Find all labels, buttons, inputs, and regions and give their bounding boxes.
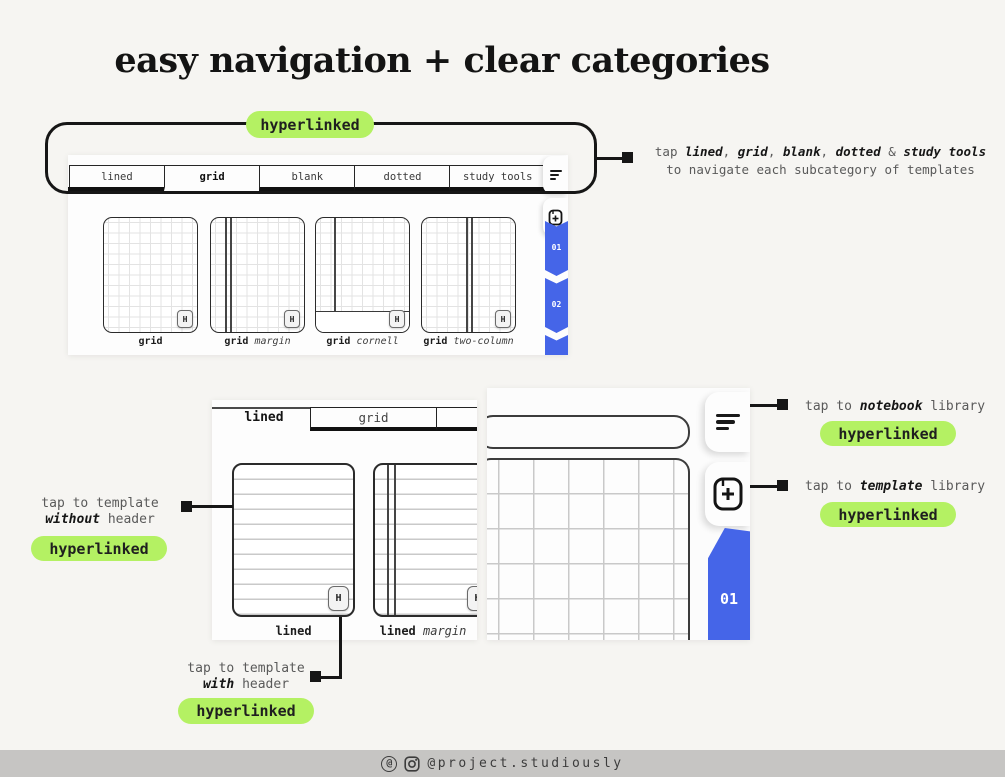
template-card-grid[interactable]: H — [103, 217, 198, 333]
template-card-grid-two-column[interactable]: H — [421, 217, 516, 333]
connector-endpoint — [777, 399, 788, 410]
template-card-grid-margin[interactable]: H — [210, 217, 305, 333]
hyperlinked-pill-notebook: hyperlinked — [820, 421, 956, 446]
add-template-icon — [548, 209, 563, 225]
menu-icon — [715, 413, 740, 431]
hyperlinked-pill-template: hyperlinked — [820, 502, 956, 527]
instagram-icon — [404, 755, 420, 772]
card-label: grid cornell — [326, 336, 399, 347]
page-tab-03[interactable] — [545, 335, 568, 355]
page-tab-02[interactable]: 02 — [545, 278, 568, 333]
connector-line — [320, 676, 342, 679]
card-label: lined margin — [379, 624, 467, 638]
header-toggle-button[interactable]: H — [284, 310, 300, 328]
template-card-lined-margin[interactable]: H — [373, 463, 477, 617]
card-label: lined — [275, 624, 312, 638]
connector-line — [190, 505, 233, 508]
template-library-button[interactable] — [705, 462, 750, 526]
footer-bar: @ @project.studiously — [0, 750, 1005, 777]
category-tab-bar: lined grid blank dotted study tools — [68, 165, 547, 191]
connector-endpoint — [777, 480, 788, 491]
connector-line — [339, 617, 342, 679]
without-header-annotation: tap to template without header — [41, 496, 159, 527]
annotation-line-2: to navigate each subcategory of template… — [666, 161, 975, 177]
connector-line — [595, 157, 626, 160]
card-label: grid two-column — [423, 336, 514, 347]
tab-study-tools[interactable]: study tools — [449, 165, 547, 191]
add-template-icon — [713, 477, 742, 511]
header-toggle-button[interactable]: H — [495, 310, 511, 328]
tab-partial[interactable] — [435, 407, 477, 431]
at-icon: @ — [381, 755, 398, 772]
page-tab-01[interactable]: 01 — [708, 528, 750, 640]
hyperlinked-pill-top: hyperlinked — [246, 111, 374, 138]
tab-dotted[interactable]: dotted — [354, 165, 451, 191]
with-header-annotation: tap to template with header — [187, 661, 305, 692]
template-library-annotation: tap to template library — [805, 479, 986, 494]
tab-grid[interactable]: grid — [310, 407, 437, 431]
menu-icon — [549, 169, 562, 181]
tab-lined-active[interactable]: lined — [244, 410, 284, 425]
notebook-page-panel: 01 — [487, 388, 750, 640]
template-card-grid-cornell[interactable]: H — [315, 217, 410, 333]
page-header-field[interactable] — [487, 415, 690, 449]
notebook-library-button[interactable] — [705, 392, 750, 452]
social-handle: @project.studiously — [427, 756, 624, 771]
template-card-lined[interactable]: H — [232, 463, 355, 617]
header-toggle-button[interactable]: H — [389, 310, 405, 328]
tab-lined[interactable]: lined — [68, 165, 166, 191]
connector-endpoint — [310, 671, 321, 682]
card-label: grid margin — [224, 336, 291, 347]
hyperlinked-pill-without: hyperlinked — [31, 536, 167, 561]
connector-endpoint — [181, 501, 192, 512]
card-label: grid — [138, 336, 163, 347]
header-toggle-button[interactable]: H — [177, 310, 193, 328]
notebook-library-button[interactable] — [543, 156, 568, 194]
tab-grid[interactable]: grid — [163, 165, 261, 191]
grid-page — [487, 458, 690, 640]
page-title: easy navigation + clear categories — [114, 40, 770, 81]
connector-endpoint — [622, 152, 633, 163]
annotation-line-1: tap lined, grid, blank, dotted & study t… — [654, 144, 987, 159]
header-toggle-button[interactable]: H — [467, 586, 477, 611]
lined-category-panel: lined grid H H lined lined margin — [212, 400, 477, 640]
template-category-panel: lined grid blank dotted study tools H H … — [68, 155, 568, 355]
category-annotation: tap lined, grid, blank, dotted & study t… — [648, 143, 993, 178]
tab-underline-stub — [68, 187, 72, 191]
connector-line — [750, 485, 781, 488]
tab-blank[interactable]: blank — [259, 165, 356, 191]
connector-line — [750, 404, 781, 407]
notebook-library-annotation: tap to notebook library — [805, 399, 986, 414]
page-tab-01[interactable]: 01 — [545, 221, 568, 276]
hyperlinked-pill-with: hyperlinked — [178, 698, 314, 724]
header-toggle-button[interactable]: H — [328, 586, 349, 611]
